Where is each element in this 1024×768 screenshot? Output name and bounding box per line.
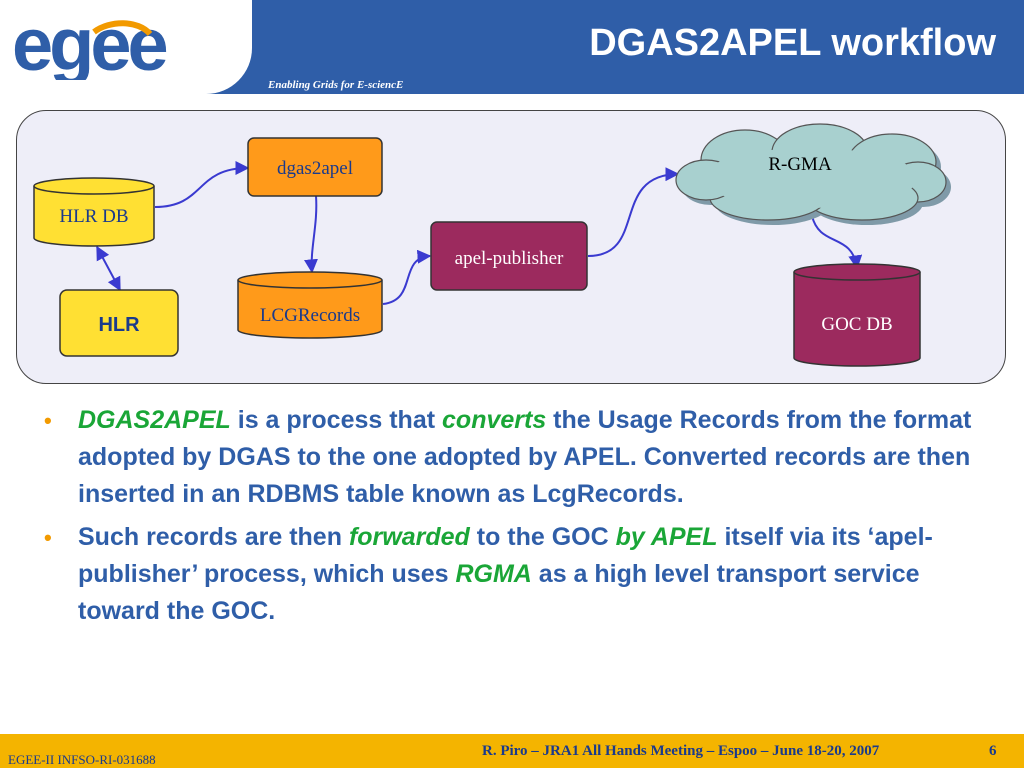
connector-hlrdb-hlr [96,245,121,292]
connector-dgas2apel-to-lcgrecords [303,195,318,274]
bullet-text: the Usage Records from the format adopte… [78,406,972,508]
bullet-emphasis-text: DGAS2APEL [78,406,231,434]
connector-publisher-to-rgma [587,167,680,257]
workflow-diagram: HLR DB HLR dgas2apel LCGRecords apel-pub… [33,123,951,367]
bullet-text: itself via its ‘apel-publisher’ process,… [78,523,933,588]
page-number: 6 [989,743,997,759]
slide-footer: EGEE-II INFSO-RI-031688 R. Piro – JRA1 A… [0,734,1024,768]
bullet-emphasis-text: RGMA [455,560,532,588]
footer-project-id: EGEE-II INFSO-RI-031688 [8,752,156,767]
slide-title: DGAS2APEL workflow [589,22,996,64]
bullet-emphasis-text: forwarded [348,523,470,551]
apel-publisher-node: apel-publisher [430,221,588,291]
lcgrecords-node: LCGRecords [237,271,383,339]
bullet-text: Such records are then [78,523,349,551]
bullet-item: • Such records are then forwarded to the … [44,519,994,630]
egee-logo: egee [0,0,252,94]
bullet-text: is a process that [230,406,443,434]
slide-header: egee Enabling Grids for E-sciencE DGAS2A… [0,0,1024,94]
egee-logo-mark: egee [12,14,171,80]
header-tagline: Enabling Grids for E-sciencE [268,79,404,91]
hlr-label: HLR [98,314,140,336]
bullet-list: • DGAS2APEL is a process that converts th… [44,402,994,636]
connector-hlrdb-to-dgas2apel [154,161,250,208]
bullet-emphasis-text: converts [442,406,547,434]
bullet-emphasis-text: by APEL [615,523,718,551]
bullet-text: to the GOC [469,523,616,551]
goc-db-label: GOC DB [821,314,892,335]
footer-meeting-info: R. Piro – JRA1 All Hands Meeting – Espoo… [482,743,880,759]
connector-rgma-to-gocdb [811,215,863,270]
bullet-dot-icon: • [44,525,52,550]
bullet-dot-icon: • [44,408,52,433]
dgas2apel-node: dgas2apel [247,137,383,197]
logo-text: egee [12,14,167,80]
logo-swoosh [92,20,153,37]
rgma-cloud-node: R-GMA [675,123,951,225]
connector-lcgrecords-to-publisher [382,249,432,305]
bullet-item: • DGAS2APEL is a process that converts th… [44,402,994,513]
lcgrecords-label: LCGRecords [260,305,360,326]
hlr-db-label: HLR DB [59,206,128,227]
apel-publisher-label: apel-publisher [455,248,564,269]
hlr-db-node: HLR DB [33,177,155,247]
dgas2apel-label: dgas2apel [277,158,353,179]
goc-db-node: GOC DB [793,263,921,367]
rgma-label: R-GMA [768,154,832,175]
bullet-text: as a high level transport service toward… [78,560,920,625]
hlr-node: HLR [59,289,179,357]
